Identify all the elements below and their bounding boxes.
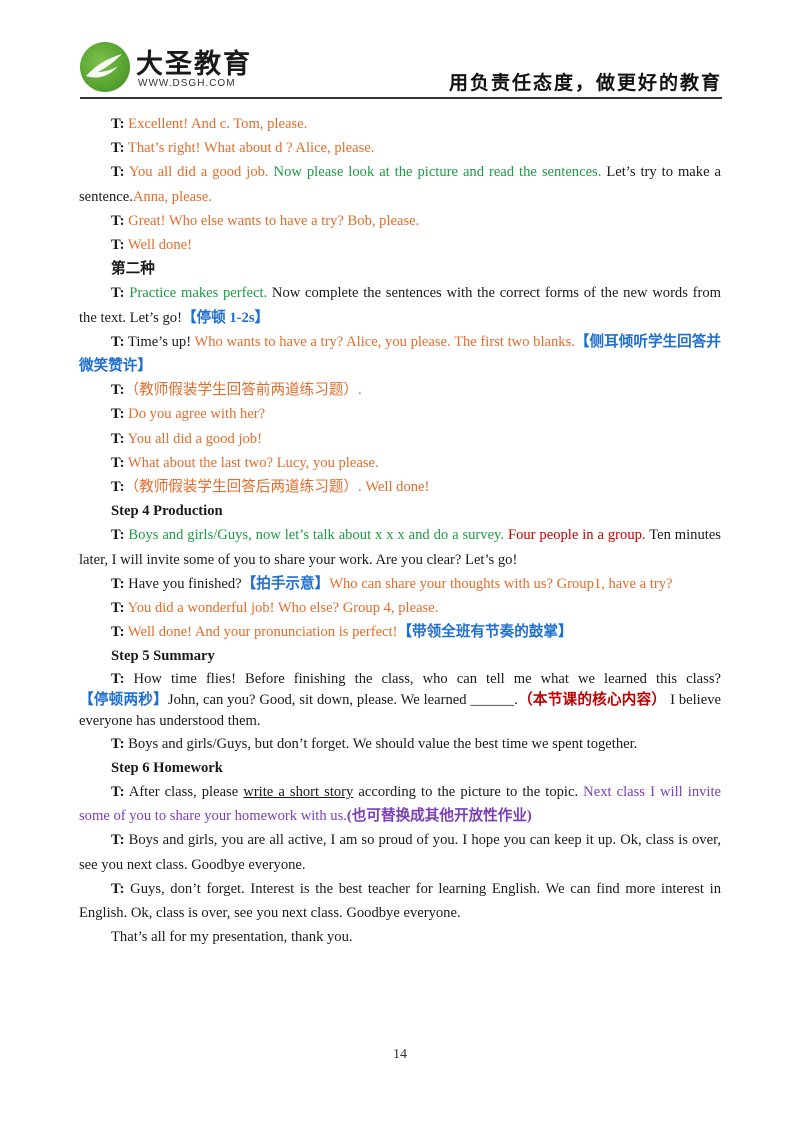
speaker-label: T: [111,735,125,752]
teacher-line: Who wants to have a try? Alice, you plea… [194,333,575,350]
teacher-line: What about the last two? Lucy, you pleas… [127,454,379,471]
speaker-label: T: [111,333,125,350]
speaker-label: T: [111,832,125,849]
paragraph: T: Have you finished?【拍手示意】Who can share… [79,572,721,596]
teacher-line: Anna, please. [132,188,212,205]
paragraph: T: Great! Who else wants to have a try? … [79,209,721,233]
teacher-line: You all did a good job! [127,430,262,447]
page-header: 大圣教育 WWW.DSGH.COM 用负责任态度，做更好的教育 [80,38,722,98]
header-divider [80,97,722,99]
paragraph: T: Practice makes perfect. Now complete … [79,281,721,329]
teacher-line: Guys, don’t forget. Interest is the best… [79,880,721,922]
teacher-line: After class, please [124,784,244,801]
logo-bird-icon [80,42,130,92]
brand-name: 大圣教育 [136,49,252,80]
speaker-label: T: [111,285,125,302]
speaker-label: T: [111,237,125,254]
teacher-line: John, can you? Good, sit down, please. W… [167,691,518,708]
stage-direction: 【带领全班有节奏的鼓掌】 [397,624,573,641]
teacher-line: Well done! [127,237,192,254]
stage-direction: 【停顿 1-2s】 [181,309,270,326]
paragraph: T: Well done! And your pronunciation is … [79,620,721,644]
speaker-label: T: [111,212,125,229]
teacher-line: Boys and girls/Guys, but don’t forget. W… [124,735,638,752]
teacher-line: Do you agree with her? [128,406,266,423]
stage-direction: （本节课的核心内容） [517,691,667,708]
speaker-label: T: [111,784,125,801]
teacher-line: according to the picture to the topic. [353,784,579,801]
stage-direction: (也可替换成其他开放性作业) [346,808,532,825]
paragraph: T: How time flies! Before finishing the … [79,669,721,732]
speaker-label: T: [111,670,125,687]
paragraph: T: Boys and girls, you are all active, I… [79,828,721,876]
teacher-line: That’s right! What about d ? Alice, plea… [127,140,375,157]
speaker-label: T: [111,575,125,592]
teacher-line: Ten minutes later, I will invite some of… [79,527,721,568]
teacher-line: I believe everyone has understood them. [79,691,721,729]
teacher-line: Who can share your thoughts with us? Gro… [329,575,673,592]
speaker-label: T: [111,479,125,496]
brand-website: WWW.DSGH.COM [138,78,236,89]
speaker-label: T: [111,116,125,132]
homework-task: write a short story [243,784,354,801]
teacher-line: Now please look at the picture and read … [268,164,602,181]
speaker-label: T: [111,430,125,447]
paragraph: T: You all did a good job! [79,427,721,451]
stage-direction: 【侧耳倾听学生回答并微笑赞许】 [79,333,721,375]
teacher-line: You did a wonderful job! Who else? Group… [127,600,439,617]
section-heading: Step 5 Summary [111,648,215,665]
teacher-line: How time flies! Before finishing the cla… [124,670,721,687]
speaker-label: T: [111,382,125,399]
teacher-line: （教师假装学生回答后两道练习题）. Well done! [124,479,430,496]
teacher-line: Well done! And your pronunciation is per… [127,624,398,641]
speaker-label: T: [111,140,125,157]
paragraph: T: Excellent! And c. Tom, please. [79,112,721,136]
teacher-line: Next class I will invite some of you to … [79,784,722,825]
paragraph: T: You did a wonderful job! Who else? Gr… [79,596,721,620]
teacher-line: Let’s try to make a sentence. [79,164,721,205]
closing-line: That’s all for my presentation, thank yo… [111,929,353,946]
teacher-line: Four people in a group. [504,527,646,544]
speaker-label: T: [111,454,125,471]
paragraph: T: Guys, don’t forget. Interest is the b… [79,877,721,925]
teacher-line: Boys and girls/Guys, now let’s talk abou… [128,527,505,544]
teacher-line: （教师假装学生回答前两道练习题）. [124,382,362,399]
paragraph: T:（教师假装学生回答前两道练习题）. [79,378,721,402]
paragraph: T: You all did a good job. Now please lo… [79,160,721,208]
teacher-line: Excellent! And c. Tom, please. [128,116,308,132]
speaker-label: T: [111,406,125,423]
speaker-label: T: [111,164,125,181]
paragraph: T: Do you agree with her? [79,402,721,426]
paragraph: T: Time’s up! Who wants to have a try? A… [79,330,721,378]
stage-direction: 【停顿两秒】 [79,691,168,708]
teacher-line: Have you finished? [124,575,242,592]
teacher-line: Great! Who else wants to have a try? Bob… [128,212,420,229]
stage-direction: 【拍手示意】 [241,575,330,592]
page-number: 14 [393,1047,407,1062]
paragraph: T: After class, please write a short sto… [79,780,721,828]
paragraph: T: That’s right! What about d ? Alice, p… [79,136,721,160]
teacher-line: Time’s up! [124,333,195,350]
speaker-label: T: [111,880,125,897]
paragraph: T: Boys and girls/Guys, now let’s talk a… [79,523,721,571]
section-heading: Step 6 Homework [111,759,223,776]
speaker-label: T: [111,527,125,544]
header-slogan: 用负责任态度，做更好的教育 [448,72,722,94]
teacher-line: Now complete the sentences with the corr… [79,285,722,326]
teacher-line: You all did a good job. [128,164,269,181]
section-heading: 第二种 [111,261,155,278]
teacher-line: Practice makes perfect. [129,285,268,302]
speaker-label: T: [111,624,125,641]
teacher-line: Boys and girls, you are all active, I am… [79,832,721,873]
paragraph: T:（教师假装学生回答后两道练习题）. Well done! [79,475,721,499]
section-heading: Step 4 Production [111,503,223,520]
paragraph: T: Boys and girls/Guys, but don’t forget… [79,732,721,756]
paragraph: T: What about the last two? Lucy, you pl… [79,451,721,475]
speaker-label: T: [111,600,125,617]
paragraph: T: Well done! [79,233,721,257]
document-body: T: Excellent! And c. Tom, please. T: Tha… [79,112,721,950]
